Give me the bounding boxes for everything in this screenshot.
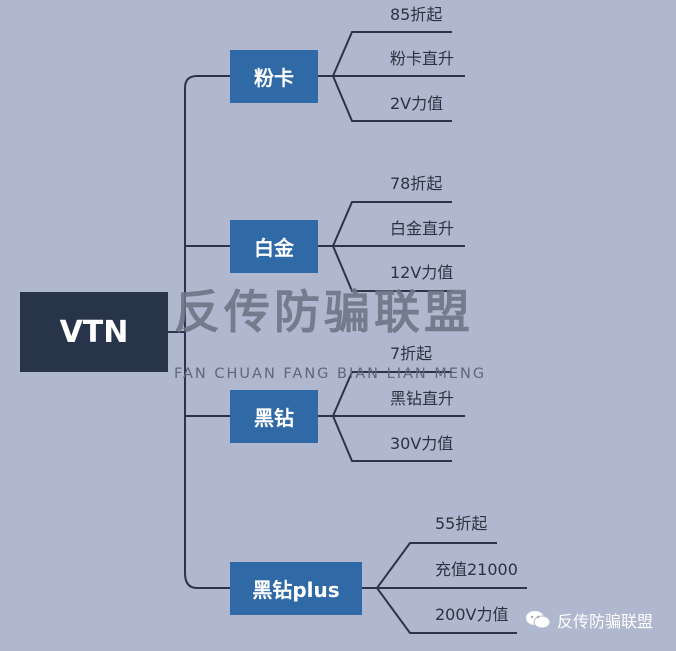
leaf-item: 粉卡直升 xyxy=(390,49,455,68)
leaf-item: 55折起 xyxy=(435,514,488,533)
branch-node-black-diamond: 黑钻 xyxy=(230,390,318,443)
leaf-item: 78折起 xyxy=(390,174,443,193)
branch-node-platinum: 白金 xyxy=(230,220,318,273)
wechat-account-name: 反传防骗联盟 xyxy=(557,612,654,631)
watermark-subtitle: FAN CHUAN FANG BIAN LIAN MENG xyxy=(174,366,487,382)
leaf-item: 85折起 xyxy=(390,5,443,24)
leaf-item: 7折起 xyxy=(390,344,433,363)
wechat-account-badge: 反传防骗联盟 xyxy=(525,608,653,632)
leaf-item: 黑钻直升 xyxy=(390,389,455,408)
branch-node-black-diamond-plus: 黑钻plus xyxy=(230,562,362,615)
leaf-item: 200V力值 xyxy=(435,605,509,624)
leaf-item: 白金直升 xyxy=(390,219,455,238)
leaf-item: 30V力值 xyxy=(390,434,454,453)
watermark-title: 反传防骗联盟 xyxy=(174,285,474,339)
wechat-icon xyxy=(526,611,551,629)
branch-node-pink-card: 粉卡 xyxy=(230,50,318,103)
leaf-item: 充值21000 xyxy=(435,560,518,579)
leaf-item: 12V力值 xyxy=(390,263,454,282)
root-node: VTN xyxy=(20,292,168,372)
leaf-item: 2V力值 xyxy=(390,94,444,113)
